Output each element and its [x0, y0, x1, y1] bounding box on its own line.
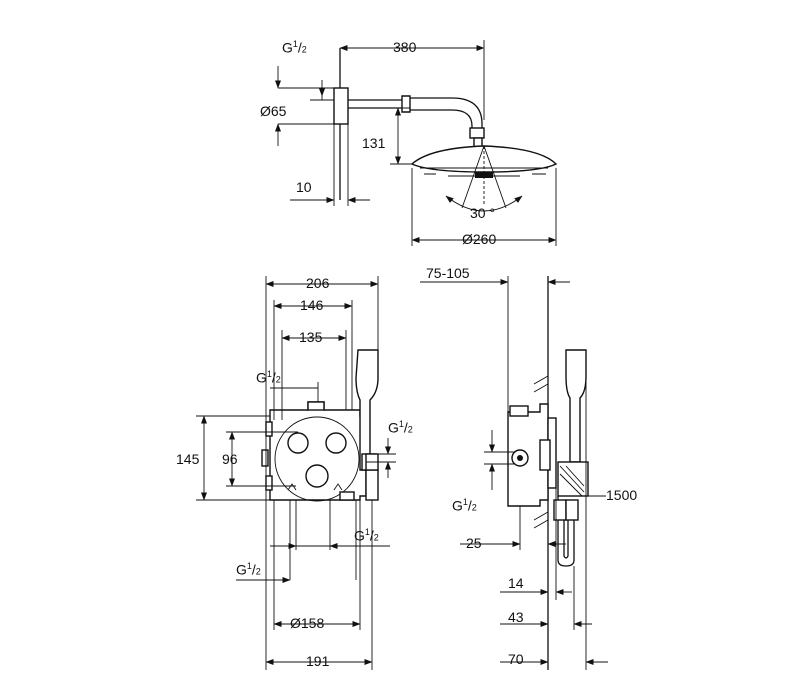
side-section-view: [420, 276, 608, 670]
button-lower: [305, 464, 329, 488]
dim-380-label: 380: [393, 39, 417, 55]
dia-158-label: Ø158: [290, 615, 325, 631]
dim-145-label: 145: [176, 451, 200, 467]
button-upper-right: [325, 432, 347, 454]
overhead-shower-view: [275, 40, 558, 246]
dim-25-label: 25: [466, 535, 482, 551]
shower-arm-bend: [410, 97, 483, 128]
side-hand-shower: [565, 349, 587, 463]
angle-label: 30 °: [470, 205, 496, 221]
depth-label: 75-105: [426, 265, 470, 281]
button-upper-left: [287, 432, 309, 454]
dim-146-label: 146: [300, 297, 324, 313]
wall-flange: [333, 87, 349, 125]
hand-shower: [355, 349, 379, 471]
dim-131-label: 131: [362, 135, 386, 151]
angle-arc: [445, 195, 523, 212]
dim-10-label: 10: [296, 179, 312, 195]
dia-65-label: Ø65: [260, 103, 287, 119]
dim-191-label: 191: [306, 653, 330, 669]
side-thread-label: G1/2: [452, 497, 477, 514]
front-thread-right-label: G1/2: [388, 419, 413, 436]
dia-260-label: Ø260: [462, 231, 497, 247]
front-thread-top-label: G1/2: [256, 369, 281, 386]
dim-70-label: 70: [508, 651, 524, 667]
shower-arm: [348, 99, 402, 109]
hose-length-label: 1500: [606, 487, 638, 503]
dim-43-label: 43: [508, 609, 524, 625]
cover-circle: [274, 416, 360, 502]
dim-14-label: 14: [508, 575, 524, 591]
dim-206-label: 206: [306, 275, 330, 291]
hose: [557, 496, 575, 567]
front-thread-bottom-right-label: G1/2: [354, 527, 379, 544]
thermostat-front-view: [196, 276, 396, 670]
front-thread-bottom-left-label: G1/2: [236, 561, 261, 578]
top-thread-label: G1/2: [282, 39, 307, 56]
dim-135-label: 135: [299, 329, 323, 345]
dim-96-label: 96: [222, 451, 238, 467]
